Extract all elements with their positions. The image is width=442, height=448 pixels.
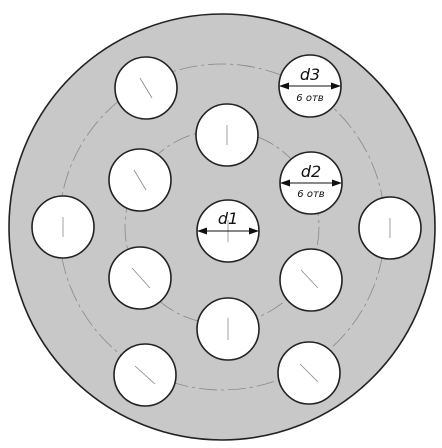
hole-outer-lower-right (277, 341, 341, 405)
hole-outer-left (31, 195, 95, 259)
dimension-d2: d2 6 отв (280, 162, 342, 200)
hole-inner-top (195, 103, 259, 167)
d3-label: d3 (300, 65, 320, 84)
hole-inner-bottom (196, 297, 260, 361)
dimension-d1: d1 (197, 209, 259, 235)
hole-outer-lower-left (113, 343, 177, 407)
d3-count-note: 6 отв (296, 93, 323, 104)
hole-inner-lower-left (108, 246, 172, 310)
dimension-d3: d3 6 отв (279, 65, 341, 104)
d2-label: d2 (301, 162, 321, 181)
d1-label: d1 (218, 209, 238, 228)
hole-inner-upper-left (108, 148, 172, 212)
hole-outer-upper-left (114, 56, 178, 120)
hole-inner-lower-right (279, 248, 343, 312)
hole-outer-right (358, 196, 422, 260)
d2-count-note: 6 отв (297, 189, 324, 200)
